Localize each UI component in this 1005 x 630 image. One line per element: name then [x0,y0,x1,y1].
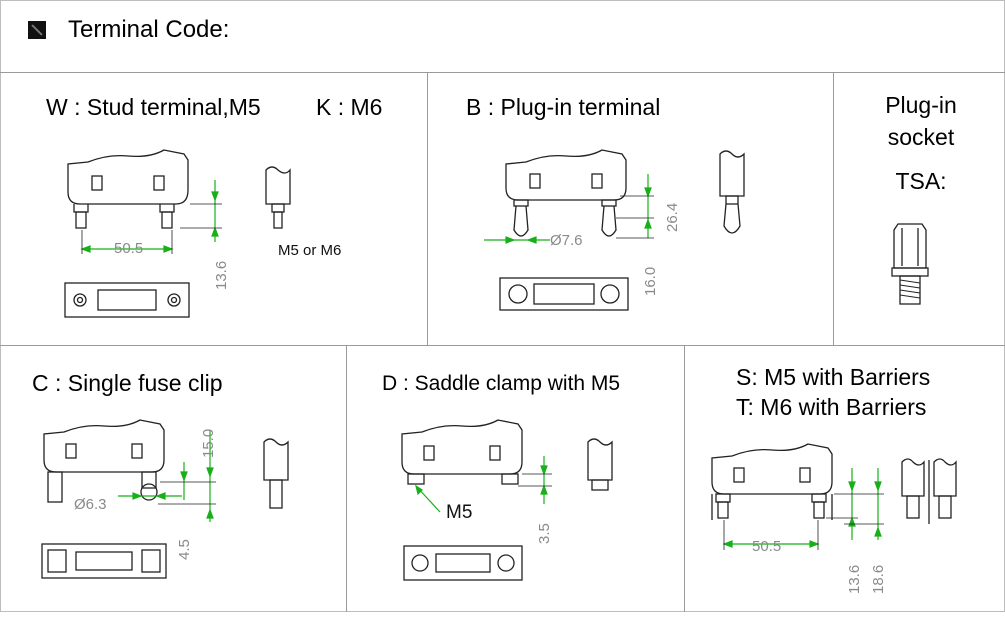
grid-line-top [0,72,1005,73]
panel-tsa-line2: socket [887,124,955,150]
fuse-clip-side-view [41,419,289,579]
grid-line-v4 [684,345,685,612]
square-bullet-icon [28,21,46,39]
panel-k-title: K : M6 [316,94,383,120]
panel-tsa-line3: TSA: [895,168,947,194]
panel-tsa-line1: Plug-in [885,92,957,118]
panel-s-dim-h1: 13.6 [846,564,863,594]
stud-terminal-top-view [64,282,190,318]
panel-w-dim-pitch: 50.5 [114,240,144,257]
panel-c-dim-h2: 4.5 [176,539,193,560]
barrier-terminal-side-view [711,443,957,550]
panel-b-dim-h2: 16.0 [642,266,659,296]
panel-d-label-m5: M5 [446,502,473,523]
section-header: Terminal Code: [28,16,229,44]
plug-in-socket-drawing [891,223,929,305]
saddle-clamp-side-view [401,419,613,581]
panel-d-title: D : Saddle clamp with M5 [382,372,621,395]
panel-s-dim-h2: 18.6 [870,564,887,594]
panel-w-note: M5 or M6 [278,242,342,259]
panel-b-dim-diameter: Ø7.6 [550,232,583,249]
grid-line-v3 [346,345,347,612]
panel-b-title: B : Plug-in terminal [466,94,661,120]
panel-s-dim-pitch: 50.5 [752,538,782,555]
panel-c-dim-diameter: Ø6.3 [74,496,107,513]
stud-terminal-side-view [67,149,291,254]
panel-w-title: W : Stud terminal,M5 [46,94,261,120]
grid-line-v1 [427,72,428,345]
panel-c-dim-h1: 15.0 [200,428,217,458]
grid-line-middle [0,345,1005,346]
panel-b-dim-h1: 26.4 [664,202,681,232]
panel-s-line2: T: M6 with Barriers [736,394,927,420]
panel-s-line1: S: M5 with Barriers [736,364,931,390]
section-title: Terminal Code: [68,16,230,43]
plug-in-terminal-side-view [484,149,745,311]
panel-d-dim-height: 3.5 [536,523,553,544]
grid-line-v2 [833,72,834,345]
panel-c-title: C : Single fuse clip [32,370,223,396]
